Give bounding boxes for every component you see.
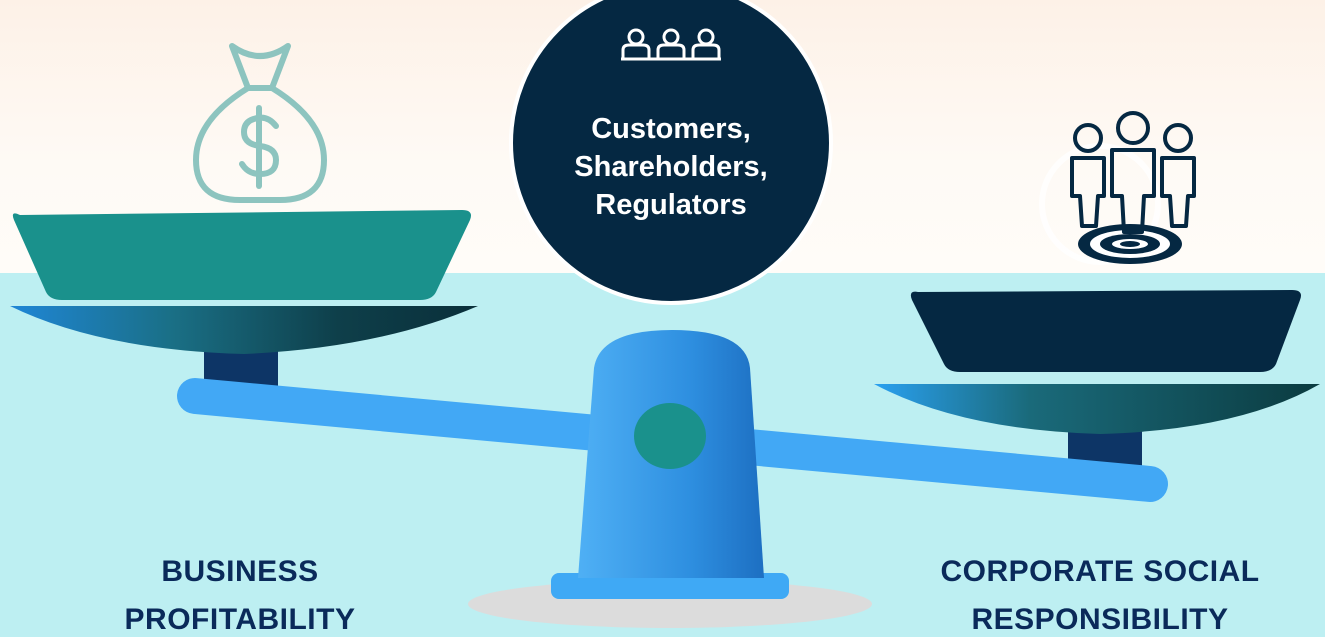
right-bowl	[874, 384, 1320, 434]
left-label-line-1: BUSINESS	[161, 555, 319, 588]
left-pan	[12, 210, 471, 300]
stakeholders-line-2: Shareholders,	[574, 151, 768, 183]
stakeholders-line-1: Customers,	[591, 113, 751, 145]
stakeholders-line-3: Regulators	[595, 189, 747, 221]
right-label-line-1: CORPORATE SOCIAL	[940, 555, 1260, 588]
right-label-line-2: RESPONSIBILITY	[971, 603, 1229, 636]
center-circle	[509, 0, 833, 305]
corporate-social-responsibility-label: CORPORATE SOCIAL RESPONSIBILITY	[900, 548, 1300, 644]
group-of-people-icon	[621, 28, 721, 61]
left-label-line-2: PROFITABILITY	[124, 603, 356, 636]
left-bowl	[10, 306, 478, 354]
pivot-knob	[634, 403, 706, 469]
scale-base-plate	[551, 573, 789, 599]
money-bag-icon	[193, 43, 327, 203]
stakeholders-label: Customers, Shareholders, Regulators	[545, 110, 797, 224]
people-target-icon	[1039, 111, 1196, 265]
right-pan	[910, 290, 1301, 372]
business-profitability-label: BUSINESS PROFITABILITY	[90, 548, 390, 644]
